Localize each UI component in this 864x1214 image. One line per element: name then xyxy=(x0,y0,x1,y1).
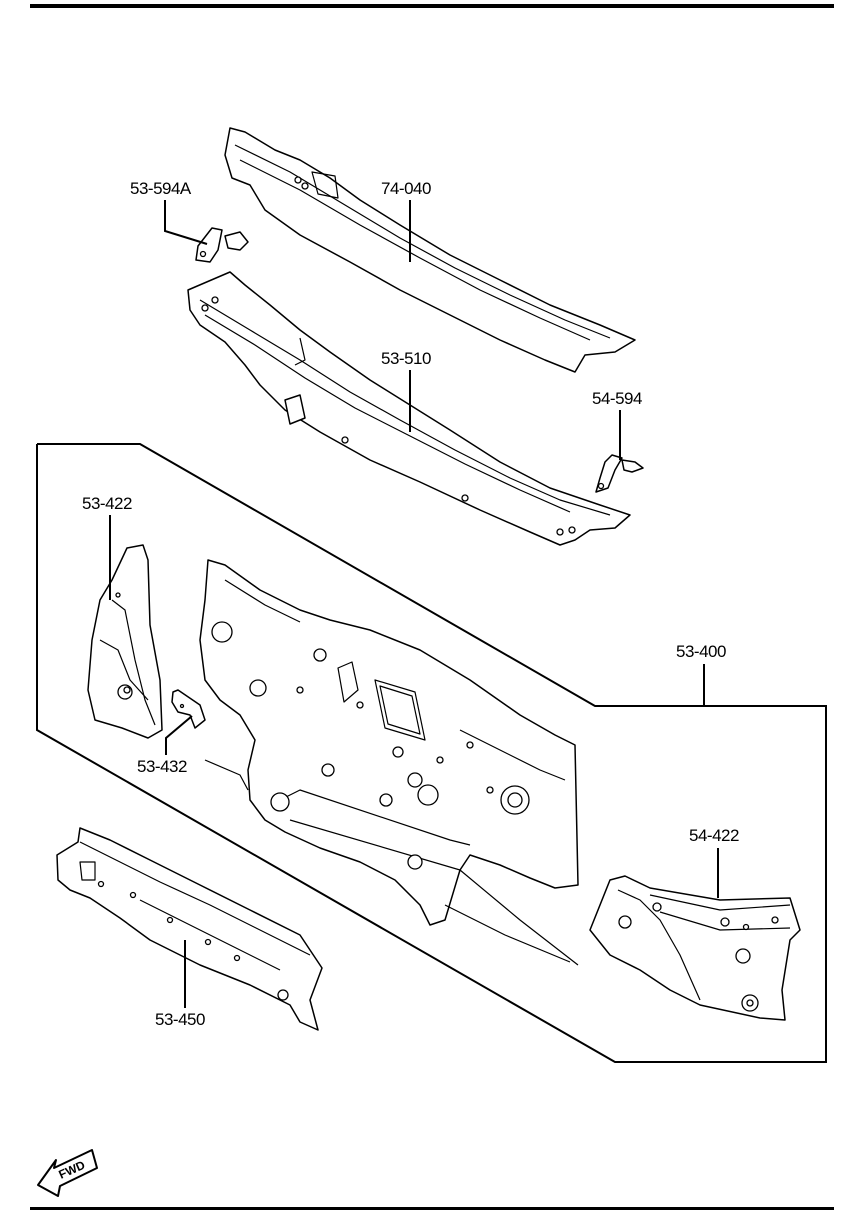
part-53-432[interactable] xyxy=(171,689,206,729)
part-53-400[interactable] xyxy=(199,559,579,966)
label-74-040[interactable]: 74-040 xyxy=(381,179,431,198)
label-53-432[interactable]: 53-432 xyxy=(137,757,187,776)
part-54-422[interactable] xyxy=(589,875,801,1021)
part-53-594A[interactable] xyxy=(195,227,249,263)
label-53-422[interactable]: 53-422 xyxy=(82,494,132,513)
part-53-450[interactable] xyxy=(56,827,323,1031)
top-border-rule xyxy=(30,4,834,8)
part-54-594[interactable] xyxy=(595,454,644,493)
fwd-arrow-icon: FWD xyxy=(37,1149,98,1197)
leader-53-432 xyxy=(165,715,193,755)
label-53-450[interactable]: 53-450 xyxy=(155,1010,205,1029)
leader-53-594A xyxy=(164,200,208,245)
part-53-422[interactable] xyxy=(87,544,163,739)
label-54-594[interactable]: 54-594 xyxy=(592,389,642,408)
label-53-400[interactable]: 53-400 xyxy=(676,642,726,661)
bottom-border-rule xyxy=(30,1207,834,1210)
part-74-040[interactable] xyxy=(224,127,636,373)
label-53-594A[interactable]: 53-594A xyxy=(130,179,191,198)
label-54-422[interactable]: 54-422 xyxy=(689,826,739,845)
label-53-510[interactable]: 53-510 xyxy=(381,349,431,368)
assembly-frame xyxy=(36,443,827,1063)
